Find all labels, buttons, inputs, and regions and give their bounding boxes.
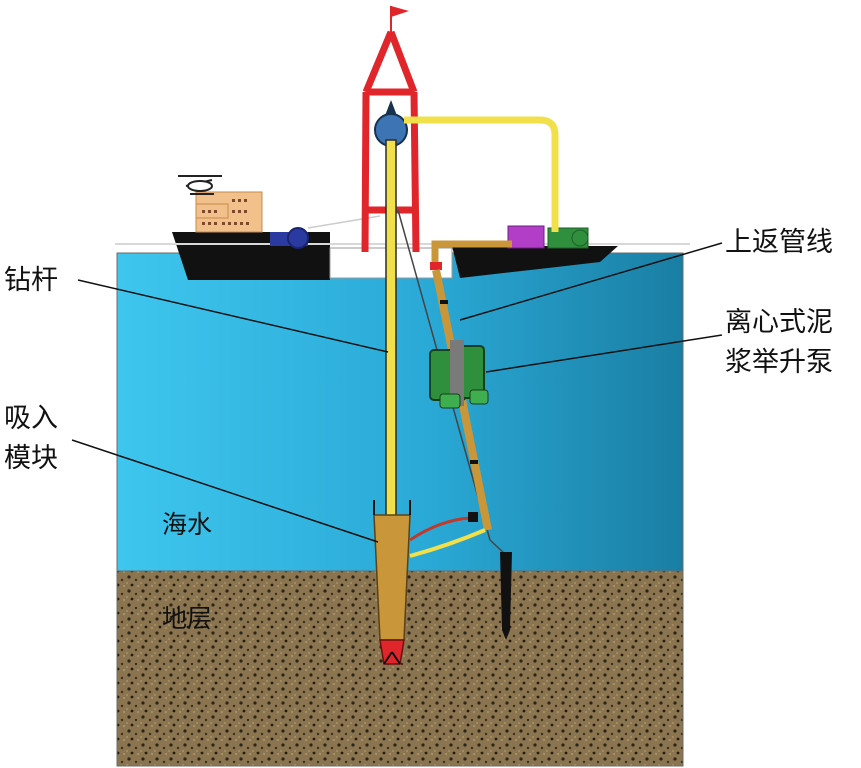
deck-motor — [270, 227, 309, 249]
return-line-deck — [431, 240, 512, 262]
flag-icon — [391, 6, 409, 17]
anchor-pile — [489, 539, 512, 640]
leader-drill-pipe — [77, 279, 389, 353]
label-seawater: 海水 — [162, 510, 212, 539]
label-pump-line1: 离心式泥 — [725, 307, 833, 338]
suction-module — [373, 500, 411, 665]
label-suction-module-line1: 吸入 — [4, 403, 58, 434]
return-line-surface — [404, 116, 559, 232]
helicopter-icon — [178, 175, 222, 195]
deck-winch — [507, 225, 589, 249]
top-drive — [374, 100, 408, 147]
label-stratum: 地层 — [162, 604, 212, 633]
label-return-line: 上返管线 — [725, 227, 833, 258]
slurry-lift-pump — [429, 340, 489, 409]
label-suction-module-line2: 模块 — [4, 443, 58, 474]
leader-pump — [485, 334, 723, 373]
leader-suction-module — [71, 439, 379, 543]
label-drill-pipe: 钻杆 — [4, 265, 58, 296]
label-pump-line2: 浆举升泵 — [725, 347, 833, 378]
leader-return-line — [459, 242, 723, 321]
